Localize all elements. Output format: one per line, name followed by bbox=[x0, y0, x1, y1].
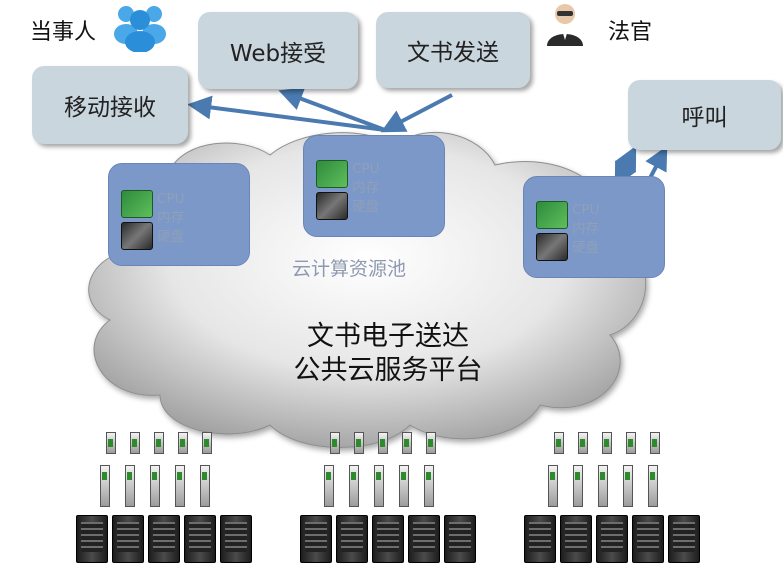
server-rack bbox=[336, 515, 368, 563]
blade-card bbox=[424, 465, 434, 507]
disk-label: 硬盘 bbox=[157, 229, 184, 245]
server-rack bbox=[560, 515, 592, 563]
cpu-chip-icon bbox=[121, 190, 153, 218]
server-rack bbox=[220, 515, 252, 563]
cpu-chip-icon bbox=[316, 160, 348, 188]
blade-card bbox=[399, 465, 409, 507]
memory-chip-icon bbox=[121, 222, 153, 250]
disk-label: 硬盘 bbox=[572, 240, 599, 256]
blade-card bbox=[650, 432, 660, 454]
memory-label: 内存 bbox=[352, 180, 379, 196]
resource-node-center: CPU 内存 硬盘 bbox=[303, 135, 445, 237]
server-rack bbox=[300, 515, 332, 563]
node-specs: CPU 内存 硬盘 bbox=[572, 201, 599, 258]
users-icon bbox=[114, 6, 166, 52]
cpu-label: CPU bbox=[572, 202, 600, 218]
disk-label: 硬盘 bbox=[352, 199, 379, 215]
blade-card bbox=[623, 465, 633, 507]
blade-card bbox=[324, 465, 334, 507]
blade-card bbox=[598, 465, 608, 507]
call-box: 呼叫 bbox=[628, 80, 781, 150]
blade-card bbox=[374, 465, 384, 507]
memory-label: 内存 bbox=[572, 221, 599, 237]
node-specs: CPU 内存 硬盘 bbox=[352, 160, 379, 217]
blade-card bbox=[578, 432, 588, 454]
cpu-label: CPU bbox=[157, 191, 185, 207]
blade-card bbox=[175, 465, 185, 507]
blade-card bbox=[378, 432, 388, 454]
blade-card bbox=[330, 432, 340, 454]
platform-title-line1: 文书电子送达 bbox=[307, 321, 469, 352]
blade-card bbox=[626, 432, 636, 454]
blade-card bbox=[602, 432, 612, 454]
blade-card bbox=[354, 432, 364, 454]
platform-title-line2: 公共云服务平台 bbox=[293, 355, 483, 386]
server-rack bbox=[112, 515, 144, 563]
blade-card bbox=[125, 465, 135, 507]
server-rack bbox=[444, 515, 476, 563]
blade-card bbox=[648, 465, 658, 507]
memory-chip-icon bbox=[536, 233, 568, 261]
blade-card bbox=[573, 465, 583, 507]
resource-node-right: CPU 内存 硬盘 bbox=[523, 176, 665, 278]
resource-node-left: CPU 内存 硬盘 bbox=[108, 163, 250, 266]
blade-card bbox=[426, 432, 436, 454]
memory-label: 内存 bbox=[157, 210, 184, 226]
blade-card bbox=[402, 432, 412, 454]
document-send-box: 文书发送 bbox=[376, 12, 530, 88]
web-receive-box: Web接受 bbox=[198, 12, 358, 89]
server-rack bbox=[632, 515, 664, 563]
party-label: 当事人 bbox=[30, 20, 97, 45]
server-rack bbox=[524, 515, 556, 563]
blade-card bbox=[106, 432, 116, 454]
blade-card bbox=[154, 432, 164, 454]
server-rack bbox=[408, 515, 440, 563]
blade-card bbox=[202, 432, 212, 454]
blade-card bbox=[349, 465, 359, 507]
judge-icon bbox=[547, 4, 583, 46]
cpu-chip-icon bbox=[536, 201, 568, 229]
resource-pool-title: 云计算资源池 bbox=[292, 258, 407, 280]
blade-card bbox=[200, 465, 210, 507]
server-rack bbox=[76, 515, 108, 563]
memory-chip-icon bbox=[316, 192, 348, 220]
blade-card bbox=[554, 432, 564, 454]
cpu-label: CPU bbox=[352, 161, 380, 177]
server-rack bbox=[668, 515, 700, 563]
node-specs: CPU 内存 硬盘 bbox=[157, 190, 184, 247]
blade-card bbox=[178, 432, 188, 454]
blade-card bbox=[100, 465, 110, 507]
blade-card bbox=[548, 465, 558, 507]
server-rack bbox=[148, 515, 180, 563]
server-rack bbox=[372, 515, 404, 563]
blade-card bbox=[150, 465, 160, 507]
judge-label: 法官 bbox=[608, 20, 653, 45]
server-rack bbox=[596, 515, 628, 563]
blade-card bbox=[130, 432, 140, 454]
server-rack bbox=[184, 515, 216, 563]
mobile-receive-box: 移动接收 bbox=[32, 66, 188, 144]
